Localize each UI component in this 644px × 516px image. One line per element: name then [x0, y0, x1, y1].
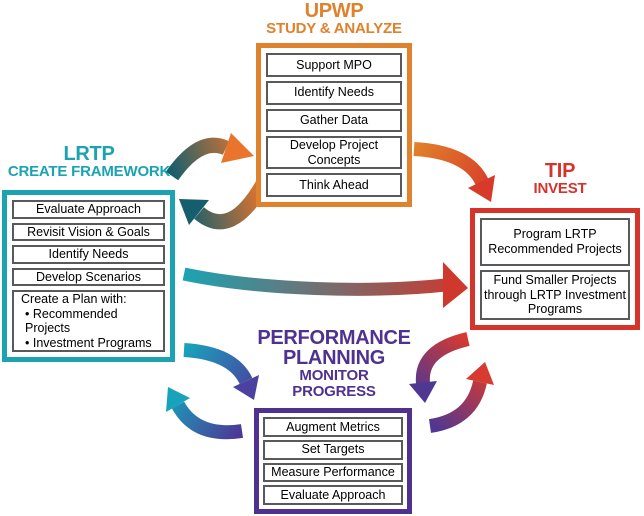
- performance-subtitle-line2: PROGRESS: [292, 383, 376, 400]
- performance-item: Set Targets: [263, 439, 403, 460]
- lrtp-title: LRTP: [63, 143, 115, 165]
- performance-title-line2: PLANNING: [282, 347, 386, 369]
- arrow-lrtp-to-performance: [183, 343, 259, 400]
- arrow-upwp-to-lrtp: [179, 180, 270, 230]
- tip-subtitle: INVEST: [533, 180, 587, 197]
- lrtp-plan-block: Create a Plan with: Recommended Projects…: [12, 290, 165, 352]
- performance-box: Augment Metrics Set Targets Measure Perf…: [254, 408, 412, 514]
- upwp-title: UPWP: [304, 0, 364, 22]
- upwp-item: Develop Project Concepts: [266, 136, 402, 170]
- performance-subtitle-line1: MONITOR: [299, 367, 369, 384]
- upwp-subtitle: STUDY & ANALYZE: [266, 20, 402, 37]
- upwp-item: Gather Data: [266, 108, 402, 133]
- lrtp-item: Develop Scenarios: [12, 267, 165, 286]
- performance-item: Augment Metrics: [263, 417, 403, 437]
- lrtp-plan-bullet: Recommended Projects: [21, 307, 161, 336]
- performance-title-line1: PERFORMANCE: [257, 327, 411, 349]
- upwp-item: Think Ahead: [266, 173, 402, 197]
- arrow-upwp-to-tip: [413, 142, 495, 202]
- lrtp-plan-heading: Create a Plan with:: [21, 292, 127, 306]
- performance-item: Evaluate Approach: [263, 485, 403, 505]
- upwp-box: Support MPO Identify Needs Gather Data D…: [256, 43, 412, 207]
- tip-item: Fund Smaller Projects through LRTP Inves…: [480, 269, 630, 320]
- arrow-lrtp-to-tip: [182, 262, 468, 308]
- performance-item: Measure Performance: [263, 462, 403, 483]
- arrow-performance-to-lrtp: [166, 387, 244, 440]
- upwp-item: Identify Needs: [266, 80, 402, 105]
- arrow-tip-to-performance: [409, 332, 470, 403]
- arrow-lrtp-to-upwp: [165, 133, 254, 181]
- lrtp-item: Identify Needs: [12, 245, 165, 264]
- upwp-item: Support MPO: [266, 53, 402, 77]
- lrtp-item: Evaluate Approach: [12, 200, 165, 219]
- lrtp-box: Evaluate Approach Revisit Vision & Goals…: [2, 190, 175, 362]
- arrow-performance-to-tip: [428, 362, 494, 433]
- tip-item: Program LRTP Recommended Projects: [480, 218, 630, 266]
- lrtp-subtitle: CREATE FRAMEWORK: [7, 163, 171, 180]
- tip-box: Program LRTP Recommended Projects Fund S…: [470, 208, 640, 330]
- tip-title: TIP: [544, 160, 576, 182]
- lrtp-plan-bullet: Investment Programs: [21, 336, 152, 351]
- lrtp-item: Revisit Vision & Goals: [12, 222, 165, 241]
